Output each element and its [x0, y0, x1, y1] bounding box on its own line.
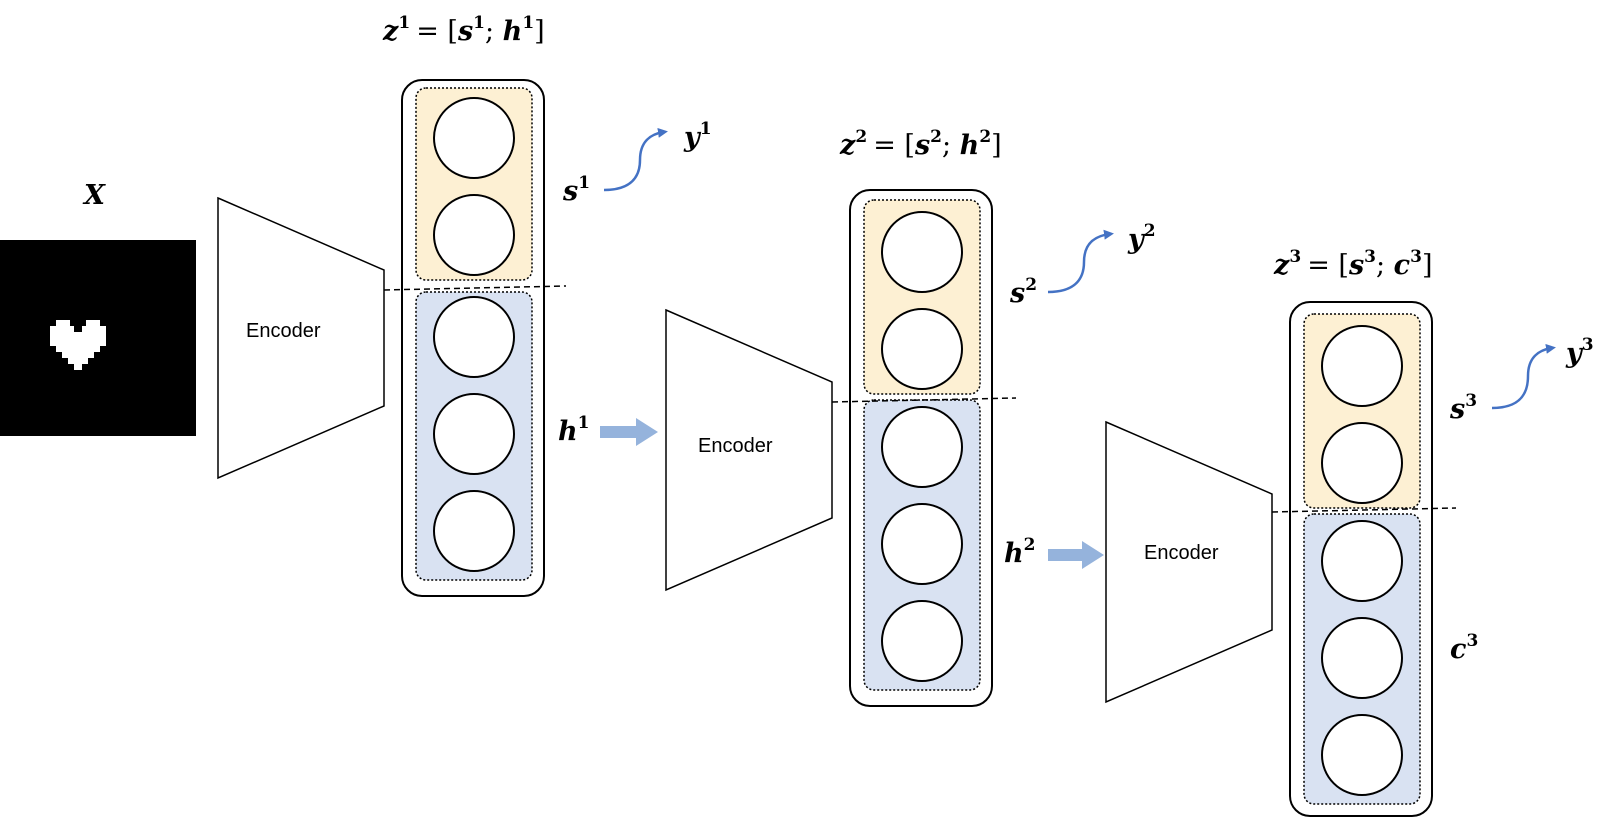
- stage-1: z1= [s1; h1] Encoder s1 y1 h1: [217, 13, 712, 597]
- output-arrow-1: [603, 127, 668, 192]
- stage-3: z3= [s3; c3] Encoder s3 y3 c3: [1105, 247, 1594, 817]
- stage-2: z2= [s2; h2] Encoder s2 y2 h2: [665, 127, 1156, 707]
- h2-to-encoder-arrow: [1048, 541, 1104, 569]
- y2-label: y2: [1127, 221, 1156, 255]
- y1-label: y1: [683, 119, 712, 153]
- h1-to-encoder-arrow: [600, 418, 658, 446]
- z1-equation: z1= [s1; h1]: [382, 13, 545, 47]
- heart-icon: [50, 320, 106, 370]
- s3-neuron: [1321, 422, 1403, 504]
- output-arrow-3: [1491, 343, 1556, 410]
- c3-neuron: [1321, 617, 1403, 699]
- h1-neuron: [433, 393, 515, 475]
- encoder-2-label: Encoder: [698, 435, 773, 457]
- s2-label: s2: [1009, 275, 1037, 309]
- s2-neuron: [881, 211, 963, 293]
- s3-neuron: [1321, 325, 1403, 407]
- s1-label: s1: [562, 173, 590, 207]
- h2-neuron: [881, 503, 963, 585]
- s1-neuron: [433, 97, 515, 179]
- split-line-3: [1271, 507, 1457, 513]
- encoder-2: [665, 308, 833, 592]
- s2-neuron: [881, 308, 963, 390]
- z3-equation: z3= [s3; c3]: [1273, 247, 1433, 281]
- h1-neuron: [433, 490, 515, 572]
- encoder-3: [1105, 420, 1273, 704]
- split-line-2: [831, 397, 1017, 403]
- encoder-1-label: Encoder: [246, 320, 321, 342]
- c3-neuron: [1321, 520, 1403, 602]
- y3-label: y3: [1565, 335, 1594, 369]
- encoder-1: [217, 196, 385, 480]
- h1-label: h1: [558, 413, 589, 447]
- h2-neuron: [881, 600, 963, 682]
- split-line-1: [383, 285, 567, 291]
- s1-neuron: [433, 194, 515, 276]
- h1-neuron: [433, 296, 515, 378]
- output-arrow-2: [1047, 229, 1114, 294]
- c3-neuron: [1321, 714, 1403, 796]
- h2-label: h2: [1004, 535, 1035, 569]
- h2-neuron: [881, 406, 963, 488]
- input-label-x: X: [82, 180, 106, 211]
- z2-equation: z2= [s2; h2]: [839, 127, 1002, 161]
- encoder-3-label: Encoder: [1144, 542, 1219, 564]
- s3-label: s3: [1449, 391, 1477, 425]
- c3-label: c3: [1450, 631, 1478, 665]
